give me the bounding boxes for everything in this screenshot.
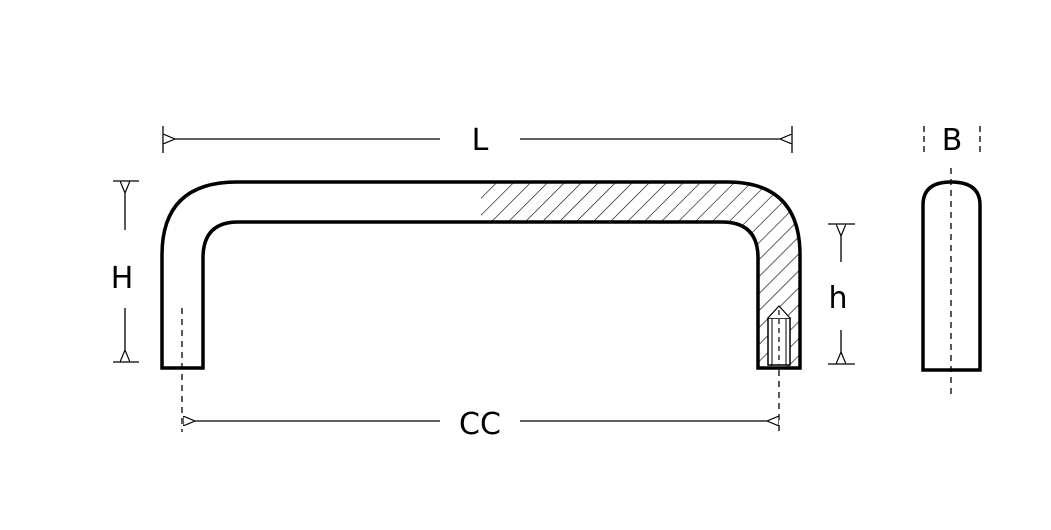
dimension-B: B [923,123,981,158]
label-CC: CC [459,407,501,442]
dimension-h: h [828,223,855,365]
section-hatching [481,182,800,368]
dimension-H: H [111,180,139,363]
label-H: H [111,261,134,296]
dimension-CC: CC [195,407,767,442]
label-h: h [828,281,847,316]
handle-outline [160,180,802,370]
side-view [921,168,982,396]
dimension-L: L [162,123,793,158]
label-B: B [942,123,963,158]
label-L: L [472,123,489,158]
threaded-insert [767,305,791,366]
